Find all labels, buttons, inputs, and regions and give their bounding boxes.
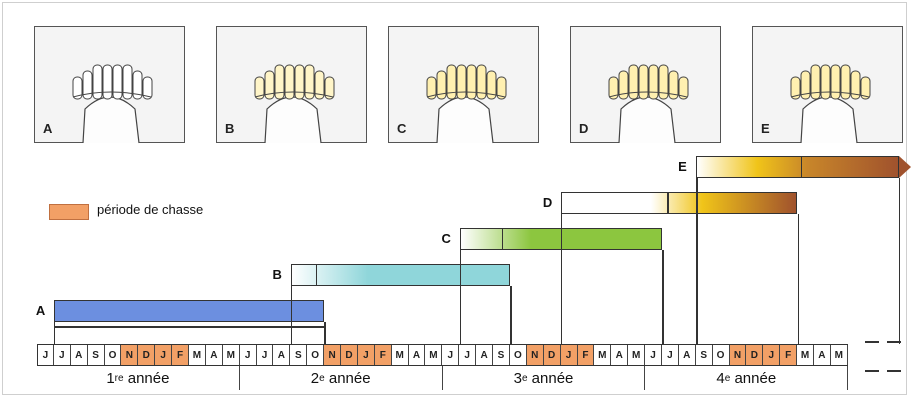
connector-line: [291, 286, 293, 344]
bar-label-e: E: [678, 159, 687, 174]
month-cell: O: [307, 345, 324, 365]
connector-line: [510, 286, 512, 344]
connector-line: [798, 214, 800, 344]
bar-divider: [801, 156, 803, 178]
month-cell: O: [510, 345, 527, 365]
month-cell: J: [662, 345, 679, 365]
month-cell: J: [459, 345, 476, 365]
bar-label-c: C: [442, 231, 451, 246]
month-cell: M: [392, 345, 409, 365]
baseline-a: [54, 326, 324, 328]
month-cell: F: [172, 345, 189, 365]
month-cell: J: [645, 345, 662, 365]
panel-letter: B: [225, 121, 234, 136]
month-cell: A: [409, 345, 426, 365]
bar-divider: [502, 228, 504, 250]
month-cell: N: [527, 345, 544, 365]
stage-bar-d: [561, 192, 798, 214]
month-cell: A: [71, 345, 88, 365]
panel-a: A: [34, 26, 185, 143]
month-cell: M: [189, 345, 206, 365]
month-cell: S: [88, 345, 105, 365]
continuation-dash-bottom-2: [887, 370, 901, 372]
continuation-dash-top: [865, 341, 879, 343]
bar-divider: [667, 192, 669, 214]
connector-line: [696, 178, 698, 344]
month-cell: A: [679, 345, 696, 365]
month-cell: J: [240, 345, 257, 365]
month-cell: S: [493, 345, 510, 365]
bar-divider: [316, 264, 318, 286]
month-cell: J: [257, 345, 274, 365]
month-cell: N: [324, 345, 341, 365]
continuation-dash-bottom: [865, 370, 879, 372]
panel-d: D: [570, 26, 721, 143]
stage-bar-a: [54, 300, 324, 322]
bar-label-a: A: [36, 303, 45, 318]
month-cell: M: [628, 345, 645, 365]
bar-label-d: D: [543, 195, 552, 210]
panel-letter: D: [579, 121, 588, 136]
stage-bar-b: [291, 264, 511, 286]
month-cell: N: [121, 345, 138, 365]
month-cell: A: [814, 345, 831, 365]
arrow-tip: [899, 156, 911, 178]
panel-letter: A: [43, 121, 52, 136]
month-cell: A: [273, 345, 290, 365]
month-cell: M: [425, 345, 442, 365]
month-cell: N: [730, 345, 747, 365]
connector-line: [324, 322, 326, 344]
connector-line: [460, 250, 462, 344]
month-cell: M: [797, 345, 814, 365]
month-cell: F: [578, 345, 595, 365]
month-cell: O: [713, 345, 730, 365]
month-cell: F: [375, 345, 392, 365]
month-cell: O: [105, 345, 122, 365]
month-cell: J: [561, 345, 578, 365]
teeth-illustration: [389, 27, 540, 144]
month-cell: J: [54, 345, 71, 365]
month-cell: J: [763, 345, 780, 365]
continuation-dash-top-2: [887, 341, 901, 343]
month-cell: J: [37, 345, 54, 365]
month-cell: D: [138, 345, 155, 365]
teeth-illustration: [753, 27, 904, 144]
legend-swatch-hunting: [49, 204, 89, 220]
connector-line: [662, 250, 664, 344]
month-cell: J: [358, 345, 375, 365]
month-cell: D: [341, 345, 358, 365]
month-cell: S: [290, 345, 307, 365]
connector-line: [899, 178, 901, 344]
month-cell: J: [155, 345, 172, 365]
month-cell: A: [611, 345, 628, 365]
bar-label-b: B: [273, 267, 282, 282]
month-cell: A: [206, 345, 223, 365]
month-cell: F: [780, 345, 797, 365]
teeth-illustration: [571, 27, 722, 144]
month-cell: M: [594, 345, 611, 365]
month-cell: D: [746, 345, 763, 365]
panel-letter: C: [397, 121, 406, 136]
panel-e: E: [752, 26, 903, 143]
panel-c: C: [388, 26, 539, 143]
stage-bar-e: [696, 156, 899, 178]
legend-label: période de chasse: [97, 202, 203, 217]
month-cell: M: [831, 345, 848, 365]
month-cell: M: [223, 345, 240, 365]
month-cell: J: [442, 345, 459, 365]
month-cell: S: [696, 345, 713, 365]
month-cell: A: [476, 345, 493, 365]
connector-line: [561, 214, 563, 344]
month-cell: D: [544, 345, 561, 365]
panel-b: B: [216, 26, 367, 143]
teeth-illustration: [35, 27, 186, 144]
panel-letter: E: [761, 121, 770, 136]
teeth-illustration: [217, 27, 368, 144]
